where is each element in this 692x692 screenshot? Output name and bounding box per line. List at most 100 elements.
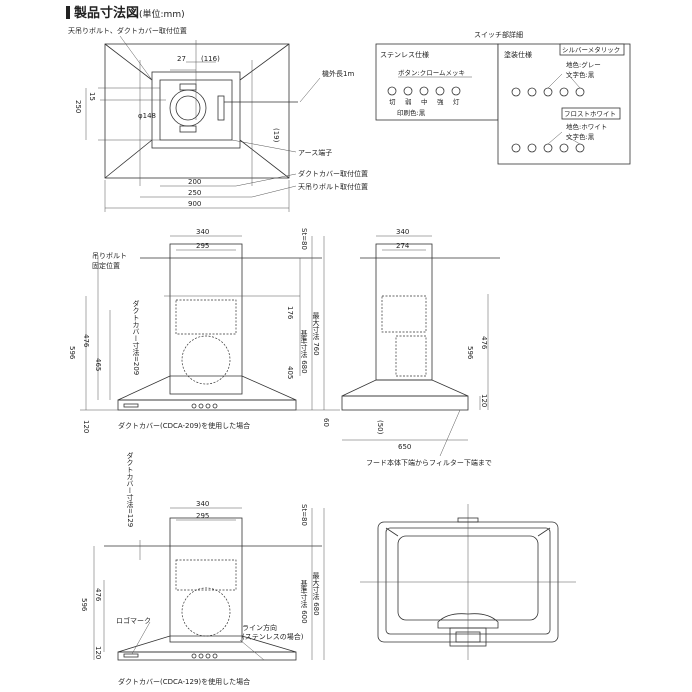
dim-60: 60: [322, 418, 330, 427]
frost-label: フロストホワイト: [564, 110, 616, 118]
side-hood-body: [341, 379, 469, 397]
leader-line: [251, 185, 297, 198]
front-switch: [191, 403, 197, 409]
dim-900: 900: [188, 200, 201, 208]
silver-btn-4: [559, 87, 569, 97]
side-dim-120: 120: [480, 394, 488, 407]
terminal-block: [217, 95, 225, 121]
hood-bottom: [117, 651, 297, 661]
top-view: 天吊りボルト、ダクトカバー取付位置 27 (116) 250 15 φ148 (…: [68, 26, 368, 212]
front-switch: [191, 653, 197, 659]
dim-465: 465: [94, 358, 102, 371]
leader-line: [299, 77, 321, 103]
switch-btn-mid: [419, 86, 429, 96]
label-bolt-pos: 天吊りボルト取付位置: [298, 182, 368, 191]
frost-btn-4: [559, 143, 569, 153]
leader-line: [439, 409, 461, 457]
btn-label-2: 中: [421, 97, 428, 106]
side-dim-274: 274: [396, 242, 410, 250]
front-switch: [205, 653, 211, 659]
logo-mark: [123, 403, 139, 408]
btn-label-1: 弱: [405, 98, 412, 106]
print-color: 印刷色:黒: [397, 108, 426, 117]
silver-base: 地色:グレー: [566, 60, 601, 69]
top-tab: [457, 517, 479, 523]
switch-detail: スイッチ部詳細 ステンレス仕様 ボタン:クロームメッキ 切 弱 中 強 灯 印刷…: [375, 30, 631, 165]
label-duct-pos: ダクトカバー取付位置: [298, 169, 368, 178]
leader-line: [231, 139, 297, 153]
dim-295: 295: [196, 242, 209, 250]
switch-btn-low: [403, 86, 413, 96]
leader-line: [131, 621, 151, 655]
fan-outline: [181, 587, 231, 637]
front-switch: [205, 403, 211, 409]
hood-bottom: [117, 399, 297, 411]
bottom-edge: [537, 527, 551, 537]
dim-phi148: φ148: [138, 112, 156, 120]
stainless-panel: [375, 43, 499, 121]
bottom-view: [360, 504, 576, 660]
front-switch: [212, 403, 218, 409]
fan-housing: [175, 559, 237, 591]
filter-note: フード本体下端からフィルター下端まで: [366, 458, 492, 467]
dim-27: 27: [177, 55, 186, 63]
control-box-inner: [455, 631, 481, 643]
top-view-edge: [104, 43, 153, 81]
line-direction-note: (ステンレスの場合): [242, 632, 304, 641]
dim-596: 596: [68, 346, 76, 360]
side-dim-340: 340: [396, 228, 409, 236]
top-view-edge: [239, 139, 290, 179]
dim-19: (19): [272, 128, 280, 143]
front-view-129: ダクトカバー寸法=129 340 295 St=80 596 476 120 基…: [80, 451, 325, 686]
painted-panel: [497, 43, 631, 165]
front-switch: [198, 653, 204, 659]
duct-209: ダクトカバー寸法=209: [132, 299, 140, 375]
duct-cover: [169, 243, 243, 395]
leader-line: [565, 71, 581, 89]
side-hood-bottom: [341, 395, 469, 411]
fan-outline: [181, 335, 231, 385]
top-view-edge: [239, 43, 290, 81]
leader-line: [547, 131, 563, 145]
side-dim-596: 596: [466, 346, 474, 360]
button-color: ボタン:クロームメッキ: [398, 68, 465, 77]
earth-terminal: アース端子: [298, 148, 332, 157]
hood-body: [117, 375, 297, 401]
st-80-b: St=80: [300, 504, 308, 526]
side-dim-476: 476: [480, 336, 488, 350]
side-fan-housing: [381, 295, 427, 333]
handle: [437, 613, 499, 629]
top-view-edge: [104, 139, 153, 179]
logo-label: ロゴマーク: [116, 616, 151, 625]
dim-340-b: 340: [196, 500, 209, 508]
logo-mark: [123, 653, 139, 658]
dim-200: 200: [188, 178, 201, 186]
control-box: [449, 627, 487, 647]
silver-text: 文字色:黒: [566, 70, 595, 79]
side-duct-cover: [375, 243, 433, 381]
top-view-outline: [104, 43, 290, 179]
leader-line: [547, 73, 563, 89]
painted-label: 塗装仕様: [504, 50, 532, 59]
base-680: 基準寸法 680: [300, 329, 308, 373]
dim-476: 476: [82, 334, 90, 348]
front-switch: [212, 653, 218, 659]
dim-596-b: 596: [80, 598, 88, 612]
bolt-fixed-2: 固定位置: [92, 261, 120, 270]
frost-btn-2: [527, 143, 537, 153]
duct-129: ダクトカバー寸法=129: [126, 451, 134, 527]
btn-label-3: 強: [437, 98, 444, 106]
silver-btn-2: [527, 87, 537, 97]
title-bar: [66, 6, 70, 19]
page-title: 製品寸法図(単位:mm): [66, 2, 185, 21]
bolt-fixed-1: 吊りボルト: [92, 252, 127, 260]
switch-heading: スイッチ部詳細: [474, 30, 523, 39]
duct-flange: [179, 83, 197, 91]
duct-port-outer: [169, 89, 207, 127]
duct-cover: [169, 517, 243, 643]
switch-btn-high: [435, 86, 445, 96]
dim-120: 120: [82, 420, 90, 433]
dim-295-b: 295: [196, 512, 209, 520]
st-80: St=80: [300, 228, 308, 250]
